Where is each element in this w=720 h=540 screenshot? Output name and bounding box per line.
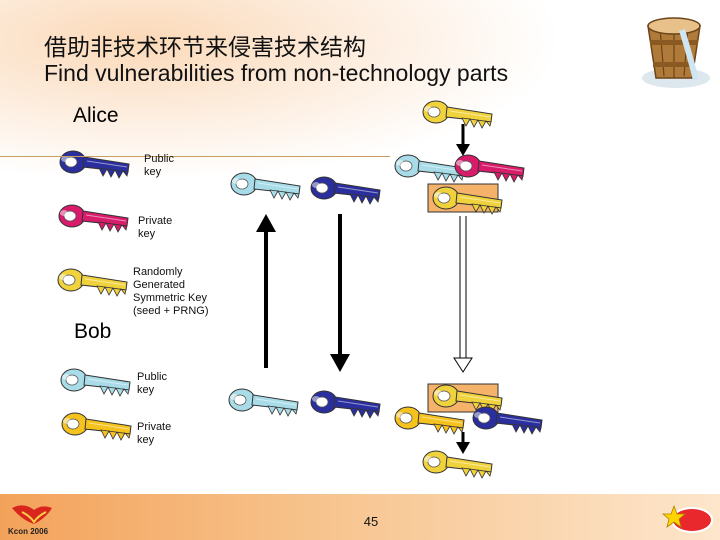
alice-private-key-icon	[58, 204, 129, 233]
title-divider	[0, 156, 390, 157]
bob-private-key-label: Private key	[137, 421, 172, 446]
down-arrow	[330, 214, 350, 372]
alice-private-key-encrypt-icon	[454, 154, 525, 183]
page-number: 45	[363, 514, 379, 529]
bucket-logo-icon	[626, 0, 720, 98]
alice-public-key-verify-icon	[310, 390, 381, 419]
bob-public-key-sent-icon	[230, 172, 301, 201]
bob-public-key-encrypt-icon	[394, 154, 465, 183]
footer-bar	[0, 494, 720, 540]
alice-public-key-decrypt-icon	[472, 406, 543, 435]
transfer-hollow-arrow	[453, 216, 473, 373]
alice-label: Alice	[73, 104, 119, 127]
alice-public-key-label: Public key	[144, 153, 174, 178]
symmetric-key-recovered-icon	[422, 450, 493, 479]
up-arrow	[256, 214, 276, 368]
bob-label: Bob	[74, 320, 112, 343]
bob-public-key-verify-icon	[228, 388, 299, 417]
symmetric-key-top-icon	[422, 100, 493, 129]
top-down-arrow	[456, 124, 470, 156]
star-logo-icon	[661, 504, 713, 533]
title-chinese: 借助非技术环节来侵害技术结构	[44, 34, 366, 60]
bob-public-key-icon	[60, 368, 131, 397]
symmetric-key-icon	[57, 268, 128, 297]
bob-public-key-label: Public key	[137, 371, 167, 396]
kcon-logo-icon	[12, 505, 52, 524]
symmetric-key-label: Randomly Generated Symmetric Key (seed +…	[133, 266, 209, 317]
title-english: Find vulnerabilities from non-technology…	[44, 60, 509, 86]
kcon-logo-text: Kcon 2006	[8, 527, 49, 536]
alice-public-key-sent-icon	[310, 176, 381, 205]
alice-private-key-label: Private key	[138, 215, 173, 240]
bob-private-key-icon	[61, 412, 132, 441]
bottom-down-arrow	[456, 432, 470, 454]
